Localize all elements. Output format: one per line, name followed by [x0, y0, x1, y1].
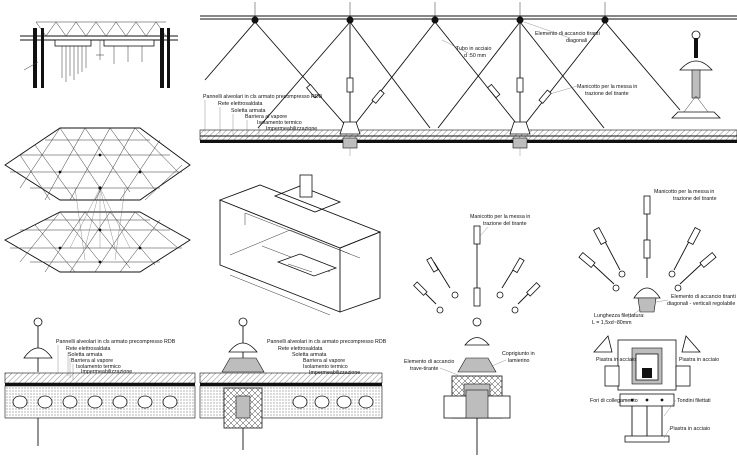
structure-elevation-panel — [20, 21, 178, 88]
label-cover-joint: Coprigiunto in — [502, 351, 535, 357]
label-mesh-left: Rete elettrosaldata — [66, 346, 111, 352]
label-adjustable-element: Elemento di accancio tiranti — [671, 294, 736, 300]
label-panels-rdb: Pannelli alveolari in cls armato precomp… — [203, 94, 323, 100]
label-waterproof-mid: Impermeabilizzazione — [309, 370, 360, 376]
label-vapour-barrier: Barriera al vapore — [245, 114, 287, 120]
floor-section-mid-panel: Pannelli alveolari in cls armato precomp… — [199, 317, 387, 450]
label-connection-holes: Fori di collegamento — [590, 398, 638, 404]
label-sleeve: Manicotto per la messa in — [577, 84, 637, 90]
label-beam-tie-element: Elemento di accancio — [404, 359, 454, 365]
label-tube-diameter: d :50 mm — [464, 53, 487, 59]
label-sleeve-2: trazione del tirante — [585, 91, 629, 97]
label-thread-length: Lunghezza filettatura: — [594, 313, 645, 319]
label-steel-plate-bottom: Piastra in acciaio — [670, 426, 710, 432]
roof-section-panel: Tubo in acciaio d :50 mm Elemento di acc… — [199, 2, 737, 156]
adjustable-tie-connection-panel: Manicotto per la messa in trazione del t… — [578, 189, 736, 443]
floor-section-left-panel: Pannelli alveolari in cls armato precomp… — [4, 317, 196, 446]
label-insulation: Isolamento termico — [257, 120, 302, 126]
beam-tie-connection-panel: Manicotto per la messa in trazione del t… — [404, 214, 541, 455]
label-beam-tie-element-2: trave-tirante — [410, 366, 438, 372]
label-sleeve-center: Manicotto per la messa in — [470, 214, 530, 220]
label-sleeve-right: Manicotto per la messa in — [654, 189, 714, 195]
label-steel-plate-right: Piastra in acciaio — [679, 357, 719, 363]
label-mesh: Rete elettrosaldata — [218, 101, 263, 107]
label-cover-joint-2: lamierino — [508, 358, 530, 364]
label-sleeve-right-2: trazione del tirante — [673, 196, 717, 202]
label-threaded-rods: Tondini filettati — [677, 398, 711, 404]
label-slab-mid: Soletta armata — [292, 352, 327, 358]
label-thread-length-value: L = 1,5xd~80mm — [592, 320, 632, 326]
label-panels-rdb-left: Pannelli alveolari in cls armato precomp… — [56, 339, 176, 345]
label-waterproof-left: Impermeabilizzazione — [81, 369, 132, 375]
label-insulation-mid: Isolamento termico — [303, 364, 348, 370]
label-tie-element: Elemento di accancio tiranti — [535, 31, 600, 37]
label-vapour-mid: Barriera al vapore — [303, 358, 345, 364]
space-frame-isometric-panel — [4, 127, 191, 273]
label-slab: Soletta armata — [231, 108, 266, 114]
label-adjustable-element-2: diagonali - verticali regolabile — [667, 301, 735, 307]
label-waterproofing: Impermeabilizzazione — [266, 126, 317, 132]
label-sleeve-center-2: trazione del tirante — [483, 221, 527, 227]
label-mesh-mid: Rete elettrosaldata — [278, 346, 323, 352]
beam-isometric-panel — [218, 174, 382, 316]
label-tie-element-2: diagonali — [566, 38, 587, 44]
label-slab-left: Soletta armata — [68, 352, 103, 358]
label-steel-plate-left: Piastra in acciaio — [596, 357, 636, 363]
label-insulation-left: Isolamento termico — [76, 364, 121, 370]
label-tube: Tubo in acciaio — [456, 46, 491, 52]
label-vapour-left: Barriera al vapore — [71, 358, 113, 364]
label-panels-rdb-mid: Pannelli alveolari in cls armato precomp… — [267, 339, 387, 345]
hook-fitting-panel — [671, 30, 721, 119]
